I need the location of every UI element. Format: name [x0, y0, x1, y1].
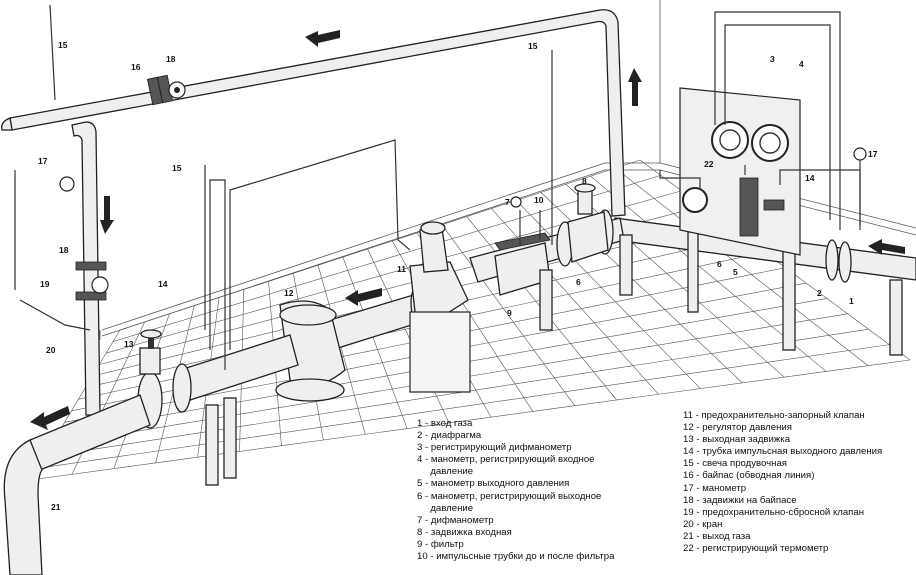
label-15a: 15	[58, 40, 68, 50]
label-14b: 14	[805, 173, 815, 183]
callout-labels: 1 2 3 4 5 6 6 7 8 9 10 11 12 13 14 14 15…	[38, 40, 878, 512]
label-10: 10	[534, 195, 544, 205]
label-20: 20	[46, 345, 56, 355]
legend-item: 2 - диафрагма	[417, 430, 482, 442]
label-16: 16	[131, 62, 141, 72]
legend-item: давление	[417, 502, 474, 514]
label-15b: 15	[172, 163, 182, 173]
legend-item: 14 - трубка импульсная выходного давлени…	[683, 446, 883, 458]
label-6a: 6	[717, 259, 722, 269]
flow-arrows	[30, 30, 905, 430]
legend-item: 13 - выходная задвижка	[683, 434, 791, 446]
label-15c: 15	[528, 41, 538, 51]
legend-item: 22 - регистрирующий термометр	[683, 543, 829, 555]
label-6b: 6	[576, 277, 581, 287]
legend-item: 11 - предохранительно-запорный клапан	[683, 410, 865, 421]
impulse-tubes	[14, 4, 861, 370]
label-19: 19	[40, 279, 50, 289]
label-1: 1	[849, 296, 854, 306]
legend-item: 10 - импульсные трубки до и после фильтр…	[417, 551, 615, 563]
legend-item: 7 - дифманометр	[417, 514, 494, 526]
label-13: 13	[124, 339, 134, 349]
legend-item: 8 - задвижка входная	[417, 526, 512, 538]
legend-item: 1 - вход газа	[417, 418, 473, 429]
label-17b: 17	[868, 149, 878, 159]
label-17a: 17	[38, 156, 48, 166]
legend-item: 21 - выход газа	[683, 530, 751, 542]
label-2: 2	[817, 288, 822, 298]
legend-item: 20 - кран	[683, 518, 723, 530]
label-22: 22	[704, 159, 714, 169]
pipe-supports	[205, 231, 903, 486]
label-7: 7	[505, 197, 510, 207]
legend-item: 9 - фильтр	[417, 538, 464, 550]
label-18a: 18	[166, 54, 176, 64]
legend-item: 4 - манометр, регистрирующий входное	[417, 454, 595, 466]
legend-item: 5 - манометр выходного давления	[417, 478, 570, 490]
legend-item: 15 - свеча продувочная	[683, 458, 787, 470]
label-18b: 18	[59, 245, 69, 255]
legend-item: 18 - задвижки на байпасе	[683, 494, 797, 506]
label-21: 21	[51, 502, 61, 512]
main-gas-line	[3, 183, 916, 575]
label-11: 11	[397, 264, 406, 274]
label-4: 4	[799, 59, 804, 69]
label-8: 8	[582, 176, 587, 186]
label-9: 9	[507, 308, 512, 318]
legend-item: 12 - регулятор давления	[683, 422, 792, 434]
legend-item: 16 - байпас (обводная линия)	[683, 470, 815, 482]
label-12: 12	[284, 288, 294, 298]
legend-item: 19 - предохранительно-сбросной клапан	[683, 506, 865, 518]
legend-item: 17 - манометр	[683, 482, 747, 494]
instrument-panel	[59, 87, 867, 256]
label-5: 5	[733, 267, 738, 277]
legend-item: 6 - манометр, регистрирующий выходное	[417, 490, 602, 502]
label-3: 3	[770, 54, 775, 64]
legend-item: 3 - регистрирующий дифманометр	[417, 442, 572, 454]
legend-item: давление	[417, 466, 474, 478]
label-14a: 14	[158, 279, 168, 289]
